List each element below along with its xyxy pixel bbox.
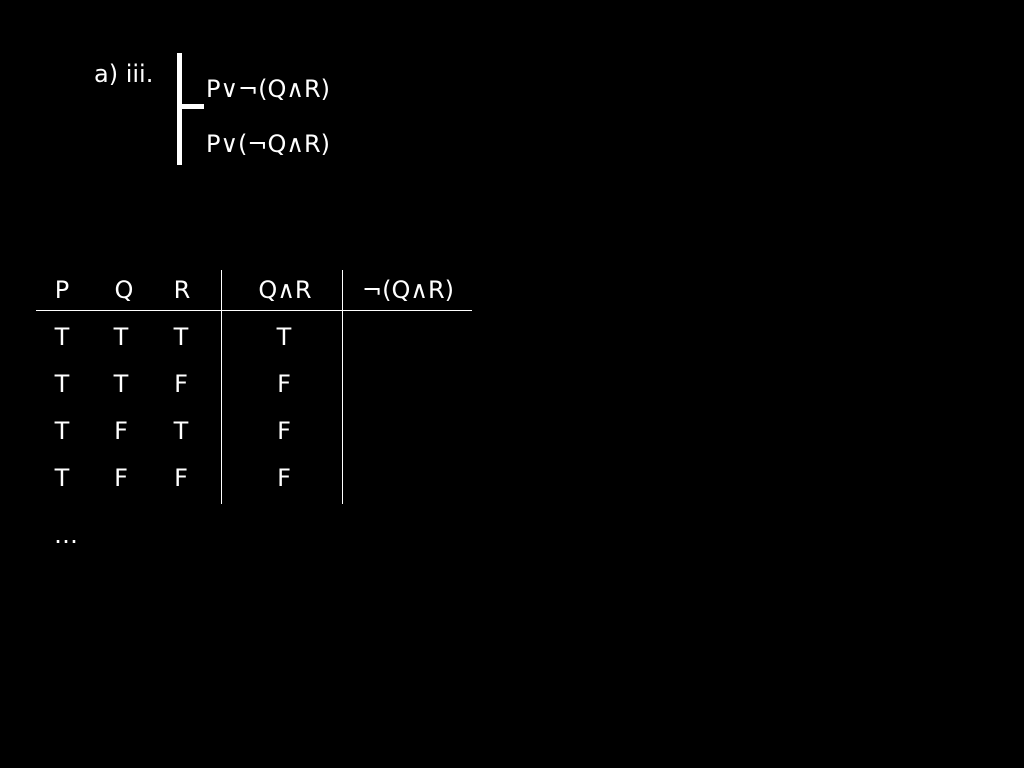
table-header-rule [36,310,472,311]
turnstile-vertical-bar [177,53,182,165]
cell-p: T [54,370,70,398]
cell-q: F [114,417,128,445]
cell-q-and-r: F [277,464,291,492]
table-continuation-ellipsis: … [54,521,78,549]
cell-q-and-r: F [277,370,291,398]
table-divider-after-r [221,270,222,504]
header-p: P [54,276,70,304]
header-q: Q [114,276,134,304]
header-not-q-and-r: ¬(Q∧R) [362,276,454,304]
cell-r: F [174,370,188,398]
cell-q-and-r: F [277,417,291,445]
cell-q: F [114,464,128,492]
header-r: R [173,276,191,304]
premise-formula: P∨¬(Q∧R) [206,75,331,103]
problem-label: a) iii. [94,60,154,88]
cell-q: T [113,370,129,398]
header-q-and-r: Q∧R [258,276,312,304]
cell-q: T [113,323,129,351]
cell-r: T [173,417,189,445]
cell-q-and-r: T [276,323,292,351]
conclusion-formula: P∨(¬Q∧R) [206,130,331,158]
cell-p: T [54,464,70,492]
cell-p: T [54,323,70,351]
cell-r: T [173,323,189,351]
turnstile-horizontal-bar [177,104,204,109]
cell-r: F [174,464,188,492]
table-divider-after-q-and-r [342,270,343,504]
cell-p: T [54,417,70,445]
